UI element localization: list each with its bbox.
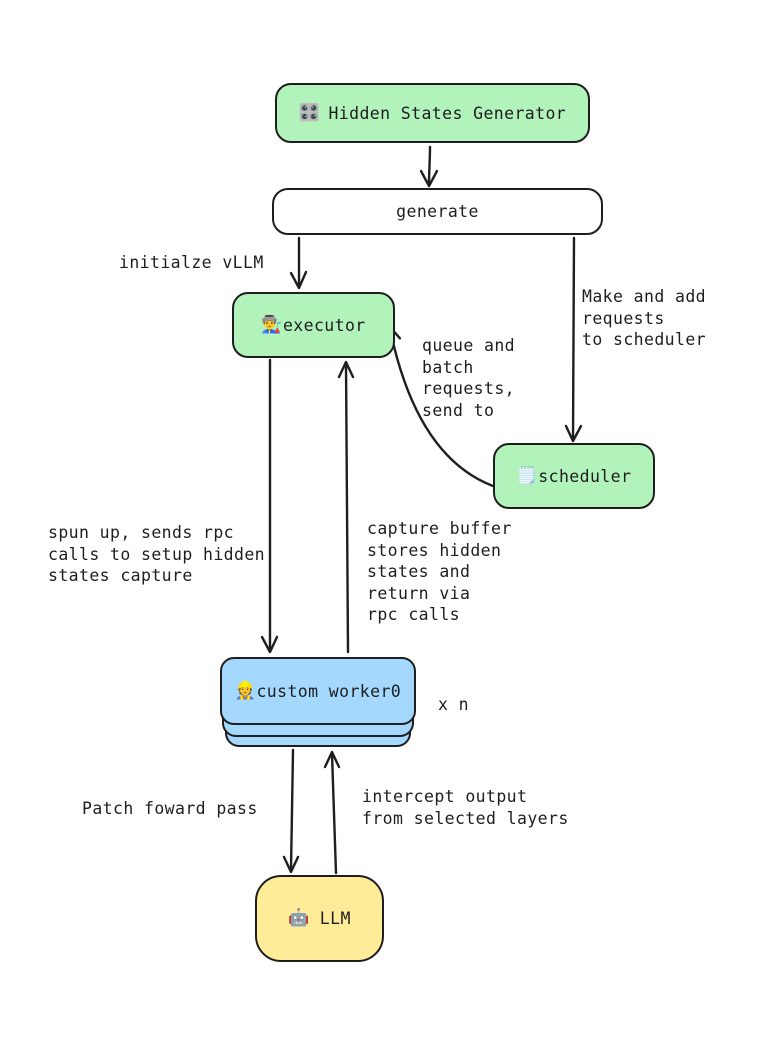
label-spun-up-rpc: spun up, sends rpc calls to setup hidden…	[48, 523, 266, 585]
arrow-generate-to-executor	[289, 236, 308, 290]
node-hidden-states-generator: 🎛️ Hidden States Generator	[275, 83, 590, 143]
label-capture-buffer: capture buffer stores hidden states and …	[367, 519, 512, 624]
arrow-worker-to-llm	[282, 748, 300, 874]
construction-worker-icon: 👷	[234, 680, 257, 701]
node-generate: generate	[272, 188, 603, 235]
control-knobs-icon: 🎛️	[298, 102, 321, 123]
node-llm-label: LLM	[319, 909, 351, 928]
arrow-executor-to-worker	[260, 358, 279, 654]
node-llm: 🤖 LLM	[255, 875, 384, 962]
arrow-generator-to-generate	[419, 145, 439, 188]
arrow-llm-to-worker	[323, 750, 341, 875]
arrow-generate-to-scheduler	[564, 236, 583, 443]
label-worker-multiplier: x n	[438, 695, 470, 714]
label-initialize-vllm: initialze vLLM	[119, 253, 264, 272]
node-executor: 👨‍🏭 executor	[232, 292, 395, 358]
node-executor-label: executor	[282, 315, 366, 335]
label-patch-forward-pass: Patch foward pass	[82, 799, 258, 818]
arrow-worker-to-executor	[337, 360, 355, 654]
node-custom-worker: 👷 custom worker0	[220, 657, 416, 725]
node-generate-label: generate	[396, 202, 479, 221]
spiral-notepad-icon: 🗒️	[516, 465, 539, 486]
factory-worker-icon: 👨‍🏭	[261, 314, 283, 335]
label-make-and-add-requests: Make and add requests to scheduler	[582, 287, 707, 349]
node-scheduler: 🗒️ scheduler	[493, 443, 655, 509]
node-hidden-states-generator-label: Hidden States Generator	[328, 103, 567, 123]
label-queue-and-batch: queue and batch requests, send to	[422, 336, 516, 420]
robot-icon: 🤖	[288, 908, 310, 928]
label-intercept-output: intercept output from selected layers	[362, 787, 569, 828]
node-scheduler-label: scheduler	[538, 466, 632, 486]
node-custom-worker-label: custom worker0	[256, 681, 402, 701]
